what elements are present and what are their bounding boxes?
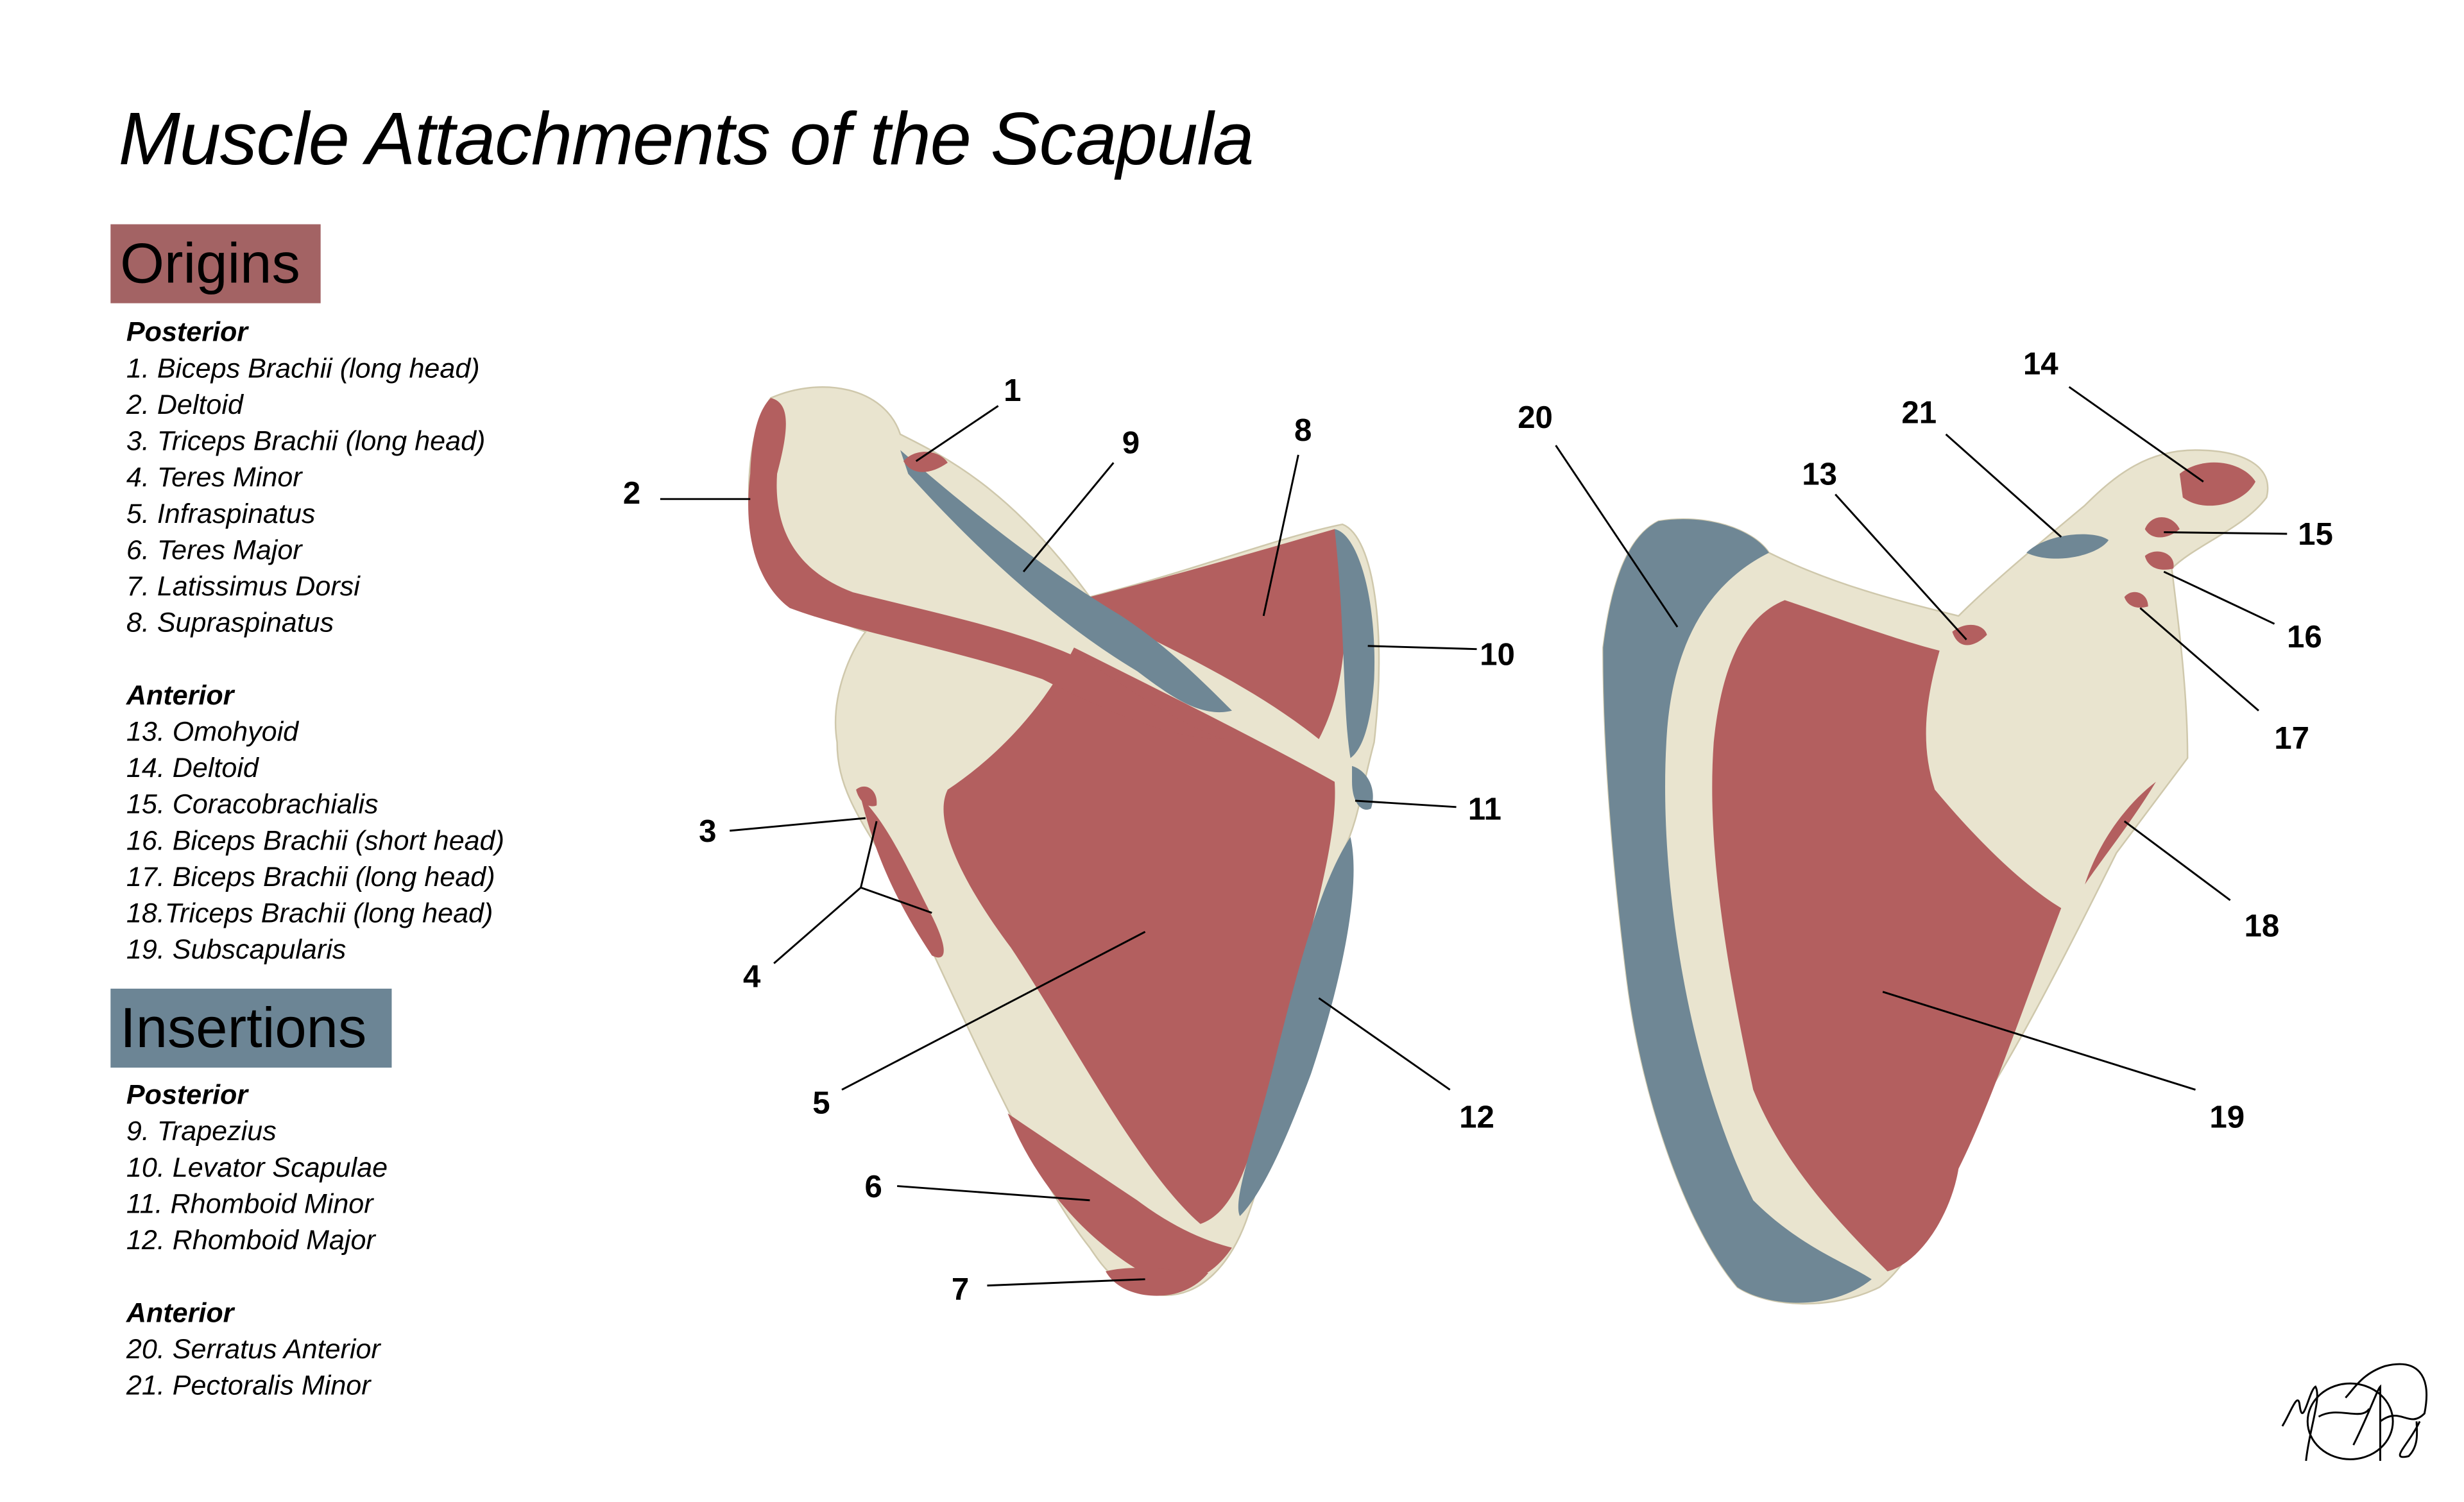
omohyoid-origin	[1952, 624, 1987, 645]
posterior-scapula	[748, 386, 1380, 1296]
label-10: 10	[1480, 636, 1515, 672]
list-item: 20. Serratus Anterior	[126, 1333, 381, 1365]
diagram-labels: 1 2 3 4 5 6 7 8 9 10 11 12 13 14 15 16 1…	[623, 346, 2333, 1306]
teres-minor-origin	[860, 798, 944, 958]
levator-scapulae-insertion	[1334, 529, 1375, 758]
list-item: 12. Rhomboid Major	[126, 1224, 375, 1256]
label-5: 5	[812, 1085, 830, 1120]
biceps-long-head-origin	[903, 452, 948, 472]
origins-anterior-label: Anterior	[126, 679, 234, 711]
list-item: 4. Teres Minor	[126, 461, 302, 493]
subscapularis-origin	[1712, 600, 2062, 1272]
rhomboid-minor-insertion	[1352, 765, 1373, 810]
origins-posterior-label: Posterior	[126, 316, 248, 348]
list-item: 9. Trapezius	[126, 1114, 277, 1147]
supraspinatus-origin	[1090, 529, 1346, 739]
trapezius-insertion	[900, 450, 1232, 713]
anterior-scapula	[1602, 449, 2269, 1305]
serratus-anterior-insertion	[1603, 519, 1872, 1303]
biceps-short-head-origin	[2144, 551, 2174, 570]
latissimus-dorsi-origin	[1106, 1268, 1209, 1296]
list-item: 6. Teres Major	[126, 533, 302, 566]
label-14: 14	[2023, 346, 2058, 381]
triceps-origin	[856, 786, 877, 806]
label-1: 1	[1004, 373, 1021, 408]
deltoid-origin-anterior	[2179, 462, 2256, 506]
label-11: 11	[1468, 792, 1502, 827]
list-item: 5. Infraspinatus	[126, 497, 316, 529]
label-16: 16	[2287, 619, 2322, 654]
label-9: 9	[1122, 425, 1140, 460]
list-item: 17. Biceps Brachii (long head)	[126, 860, 495, 892]
page-title: Muscle Attachments of the Scapula	[118, 96, 1254, 180]
label-2: 2	[623, 475, 640, 511]
list-item: 15. Coracobrachialis	[126, 788, 379, 820]
label-17: 17	[2274, 721, 2309, 756]
list-item: 10. Levator Scapulae	[126, 1151, 388, 1183]
list-item: 1. Biceps Brachii (long head)	[126, 352, 480, 384]
list-item: 7. Latissimus Dorsi	[126, 570, 360, 602]
origins-heading: Origins	[110, 224, 321, 303]
label-19: 19	[2209, 1100, 2245, 1135]
list-item: 21. Pectoralis Minor	[126, 1369, 371, 1401]
list-item: 18.Triceps Brachii (long head)	[126, 897, 493, 929]
signature	[2281, 1363, 2427, 1462]
insertions-posterior-label: Posterior	[126, 1079, 248, 1111]
label-12: 12	[1459, 1100, 1494, 1135]
label-21: 21	[1901, 395, 1937, 431]
label-3: 3	[699, 814, 716, 849]
origins-list: Posterior 1. Biceps Brachii (long head) …	[126, 314, 504, 968]
list-item: 14. Deltoid	[126, 751, 259, 783]
list-item: 8. Supraspinatus	[126, 606, 334, 638]
list-item: 19. Subscapularis	[126, 933, 346, 965]
insertions-list: Posterior 9. Trapezius 10. Levator Scapu…	[126, 1077, 388, 1404]
label-18: 18	[2244, 909, 2279, 944]
label-15: 15	[2298, 516, 2333, 552]
label-4: 4	[743, 959, 761, 994]
list-item: 11. Rhomboid Minor	[126, 1188, 373, 1220]
list-item: 16. Biceps Brachii (short head)	[126, 824, 504, 857]
label-20: 20	[1518, 400, 1553, 435]
label-6: 6	[865, 1169, 882, 1204]
pectoralis-minor-insertion	[2026, 534, 2109, 559]
insertions-anterior-label: Anterior	[126, 1296, 234, 1329]
teres-major-origin	[1007, 1113, 1232, 1284]
label-8: 8	[1294, 413, 1312, 448]
biceps-long-head-origin-anterior	[2124, 592, 2148, 608]
leader-lines	[660, 386, 2288, 1287]
list-item: 2. Deltoid	[126, 388, 243, 420]
label-13: 13	[1802, 457, 1837, 492]
list-item: 3. Triceps Brachii (long head)	[126, 425, 486, 457]
label-7: 7	[952, 1272, 969, 1307]
insertions-heading: Insertions	[110, 988, 392, 1068]
triceps-origin-anterior	[2085, 781, 2156, 885]
list-item: 13. Omohyoid	[126, 715, 299, 747]
rhomboid-major-insertion	[1238, 837, 1354, 1216]
